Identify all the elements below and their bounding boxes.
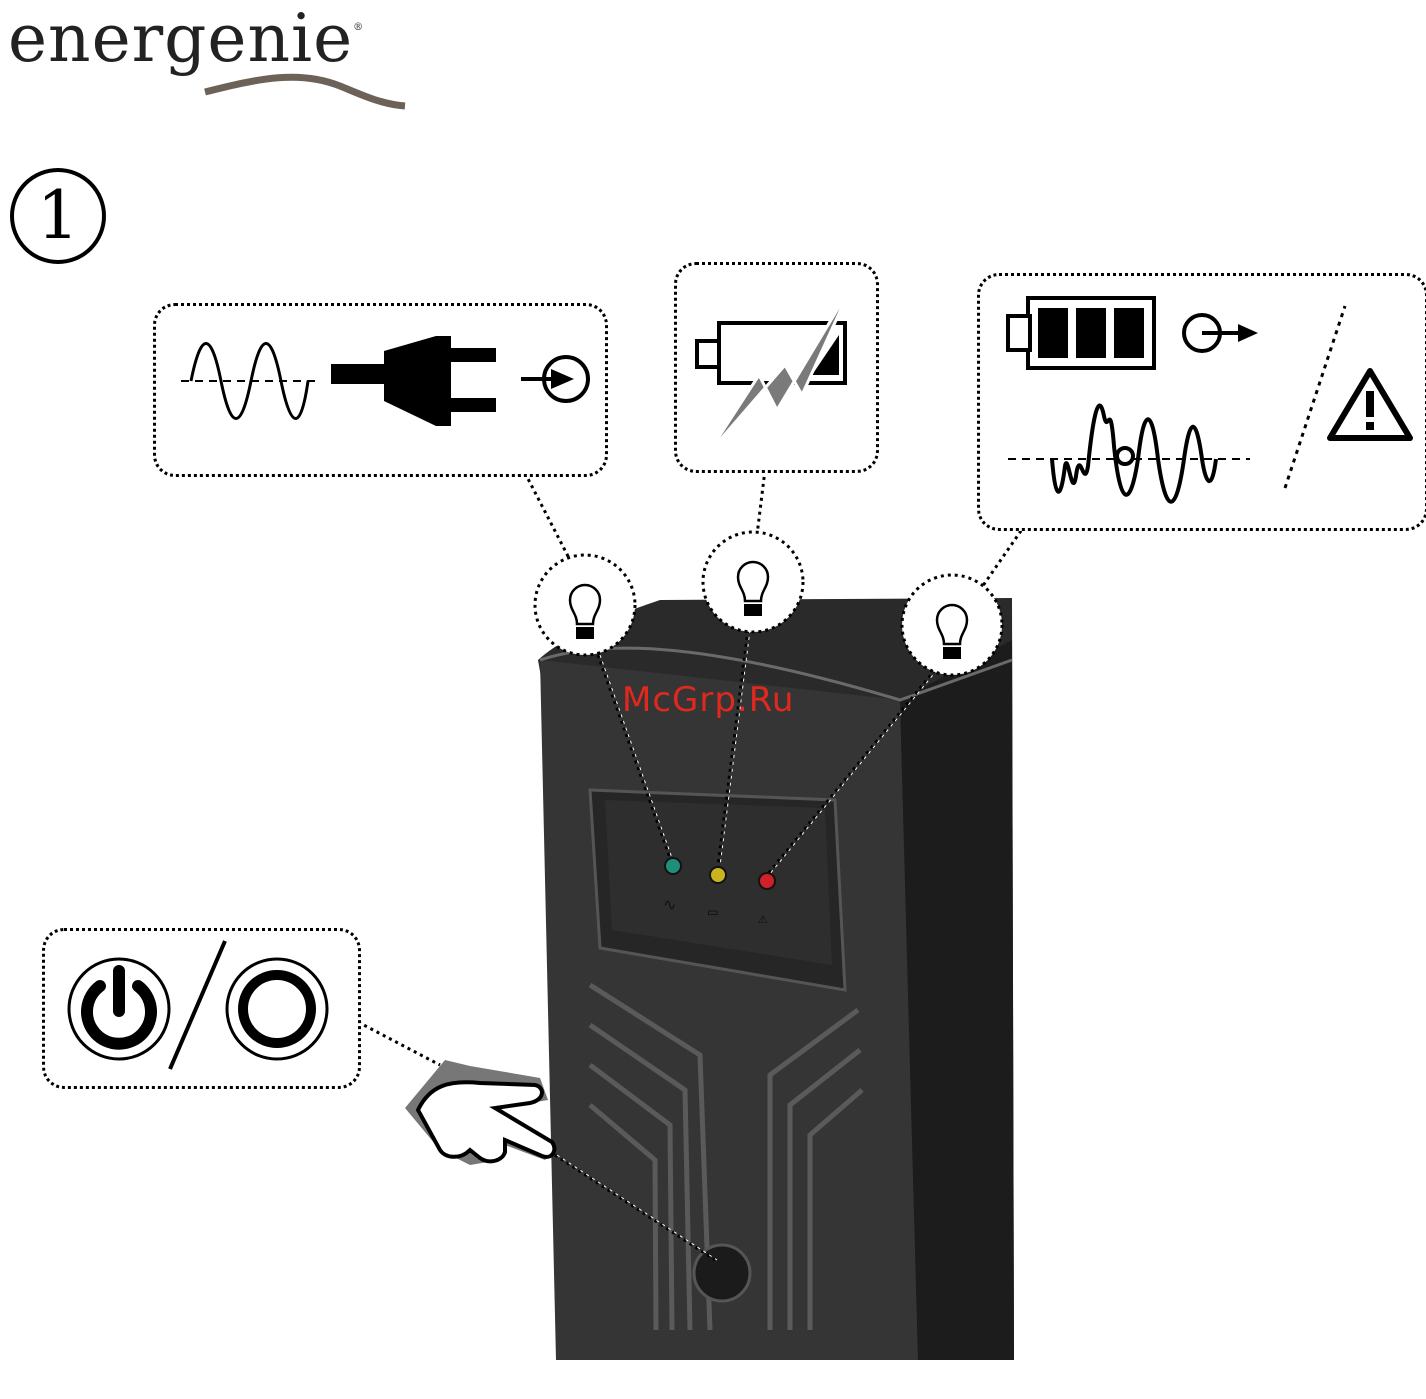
led-battery-mode — [710, 867, 726, 883]
callout-line-mode — [153, 303, 608, 477]
lightbulb-icon — [902, 575, 1002, 675]
pointing-hand-icon — [405, 1060, 555, 1165]
panel-label-line: ∿ — [663, 895, 676, 914]
distorted-wave-icon — [1008, 406, 1250, 502]
led-fault — [759, 873, 775, 889]
power-plug-icon — [331, 336, 496, 426]
lightbulb-icon — [703, 532, 803, 632]
led-line-mode — [665, 858, 681, 874]
output-arrow-icon — [521, 357, 588, 401]
panel-label-battery: ▭ — [708, 902, 718, 921]
output-arrow-icon — [1184, 315, 1258, 351]
panel-label-fault: ⚠ — [758, 908, 768, 927]
lightbulb-icon — [535, 555, 635, 655]
warning-triangle-icon — [1330, 371, 1410, 438]
callout-power — [42, 928, 361, 1089]
power-off-icon — [227, 959, 327, 1059]
power-icons — [45, 931, 358, 1086]
watermark: McGrp.Ru — [622, 680, 794, 720]
sine-wave-icon — [181, 344, 316, 419]
fault-icons — [980, 276, 1425, 528]
line-mode-icons — [156, 306, 605, 474]
callout-battery-mode — [674, 262, 879, 473]
callout-fault — [977, 273, 1426, 531]
battery-full-icon — [1008, 298, 1154, 368]
power-on-icon — [69, 959, 169, 1059]
battery-mode-icons — [677, 265, 876, 470]
battery-charging-icon — [697, 285, 852, 455]
